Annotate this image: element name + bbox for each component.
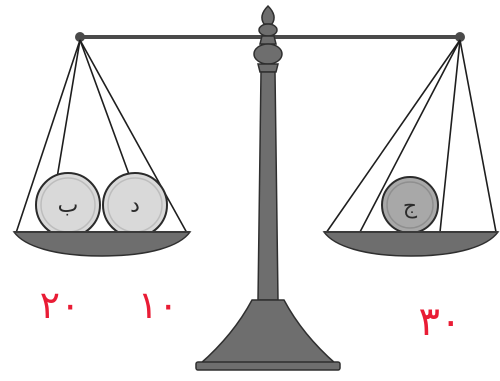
handwritten-right-value: ٣٠ [419,299,462,345]
coin-b-label: ب [58,193,79,218]
left-pan [14,232,190,256]
handwritten-left-second-value: ١٠ [138,283,179,327]
coin-b: ب [36,173,100,237]
coin-j-label: ج [403,194,418,219]
scale-pillar [196,6,340,370]
coin-j: ج [382,177,438,233]
coin-d-label: د [130,193,140,218]
handwritten-left-first-value: ٢٠ [40,283,81,327]
coin-d: د [103,173,167,237]
right-pan [324,232,498,256]
